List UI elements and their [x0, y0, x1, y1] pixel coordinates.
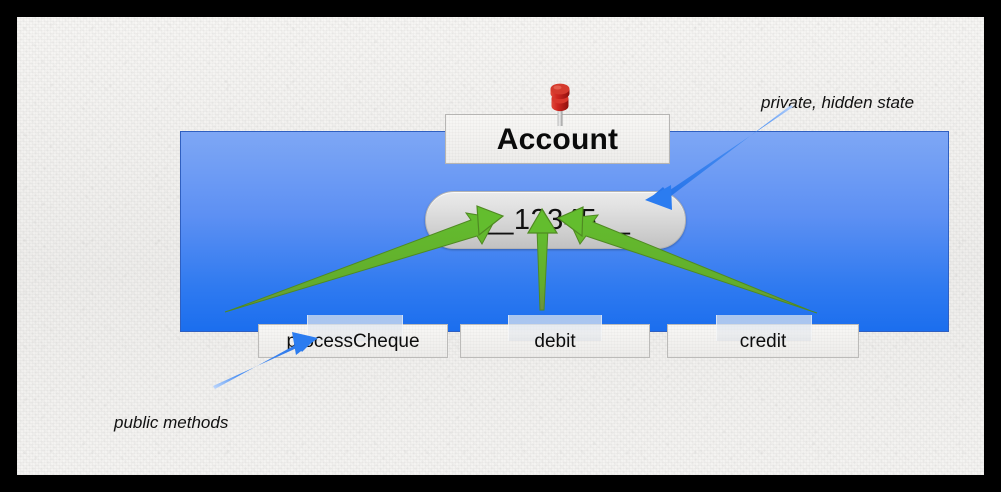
class-title-text: Account [496, 123, 619, 156]
class-title-card: Account [445, 114, 670, 164]
annotation-label-private-state: private, hidden state [761, 93, 915, 112]
private-state-box: __12345__ [425, 191, 686, 249]
method-label: debit [534, 330, 576, 352]
method-label: processCheque [286, 330, 420, 352]
method-box-credit[interactable]: credit [667, 324, 859, 358]
method-box-processCheque[interactable]: processCheque [258, 324, 448, 358]
method-label: credit [739, 330, 787, 352]
paper-canvas: Account [17, 17, 984, 475]
private-state-label: __12345__ [480, 203, 631, 236]
annotation-label-public-methods: public methods [114, 413, 229, 432]
method-box-debit[interactable]: debit [460, 324, 650, 358]
